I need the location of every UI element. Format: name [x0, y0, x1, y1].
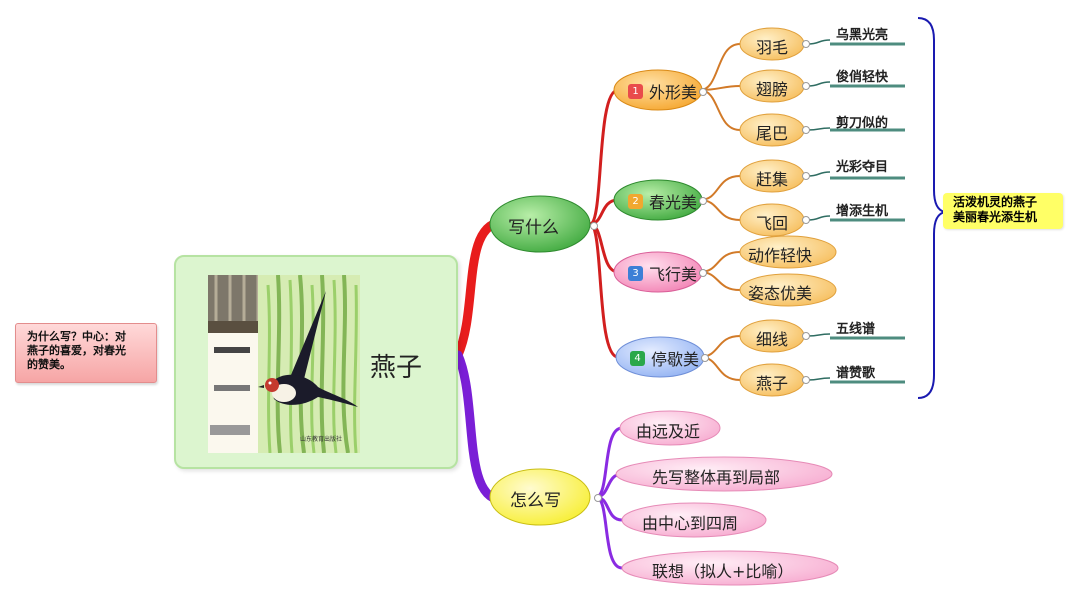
- leaf-swallow-text[interactable]: 谱赞歌: [836, 366, 876, 381]
- child-market-label: 赶集: [756, 170, 789, 189]
- how-far-near-label: 由远及近: [636, 422, 701, 441]
- swallow-bird: [258, 291, 358, 407]
- child-node-light-action[interactable]: [739, 235, 837, 269]
- child-swallow-label: 燕子: [756, 374, 789, 393]
- leaf-wire-text[interactable]: 五线谱: [836, 322, 876, 337]
- leaf-wings-text[interactable]: 俊俏轻快: [836, 70, 889, 85]
- leaf-connectors: [807, 39, 831, 381]
- leaf-flyback-text[interactable]: 增添生机: [836, 204, 889, 219]
- how-center-around-label: 由中心到四周: [642, 514, 739, 533]
- branch-how-label: 怎么写: [510, 491, 561, 511]
- collapse-markers[interactable]: [590, 40, 810, 502]
- leaf-feathers-text[interactable]: 乌黑光亮: [836, 28, 889, 43]
- swallow-illustration: 山东教育出版社: [208, 275, 360, 453]
- child-light-action-label: 动作轻快: [748, 246, 813, 265]
- how-node-whole-part[interactable]: [615, 456, 833, 492]
- how-whole-part-label: 先写整体再到局部: [652, 468, 781, 487]
- note-why-write[interactable]: 为什么写？中心：对 燕子的喜爱，对春光 的赞美。: [15, 323, 157, 383]
- child-wire-label: 细线: [756, 330, 789, 349]
- branch-how-line: [453, 350, 505, 505]
- leaf-tail-text[interactable]: 剪刀似的: [836, 116, 889, 131]
- child-flyback-label: 飞回: [756, 214, 789, 233]
- child-tail-label: 尾巴: [756, 124, 789, 143]
- child-wings-label: 翅膀: [756, 80, 789, 99]
- central-topic[interactable]: 山东教育出版社 燕子: [174, 255, 458, 469]
- branch-how-node[interactable]: [489, 468, 591, 526]
- leaf-market-text[interactable]: 光彩夺目: [836, 160, 889, 175]
- branch-what-line: [453, 217, 505, 360]
- priority-3-icon: 3: [628, 265, 643, 281]
- summary-brace: [917, 17, 946, 399]
- branch-what-label: 写什么: [508, 218, 559, 238]
- how-node-center-around[interactable]: [621, 502, 767, 538]
- child-graceful-label: 姿态优美: [748, 284, 813, 303]
- how-node-far-near[interactable]: [619, 410, 721, 446]
- illustration-caption: 山东教育出版社: [300, 435, 342, 443]
- priority-2-icon: 2: [628, 193, 643, 209]
- how-association-label: 联想（拟人+比喻）: [652, 562, 794, 581]
- child-feathers-label: 羽毛: [756, 38, 789, 57]
- leaf-underlines: [830, 42, 905, 384]
- priority-4-icon: 4: [630, 350, 645, 366]
- priority-1-icon: 1: [628, 83, 643, 99]
- how-node-association[interactable]: [621, 550, 839, 586]
- child-node-graceful[interactable]: [739, 273, 837, 307]
- branch-what-node[interactable]: [489, 195, 591, 253]
- central-topic-title: 燕子: [370, 353, 423, 383]
- summary-callout[interactable]: 活泼机灵的燕子 美丽春光添生机: [943, 193, 1063, 229]
